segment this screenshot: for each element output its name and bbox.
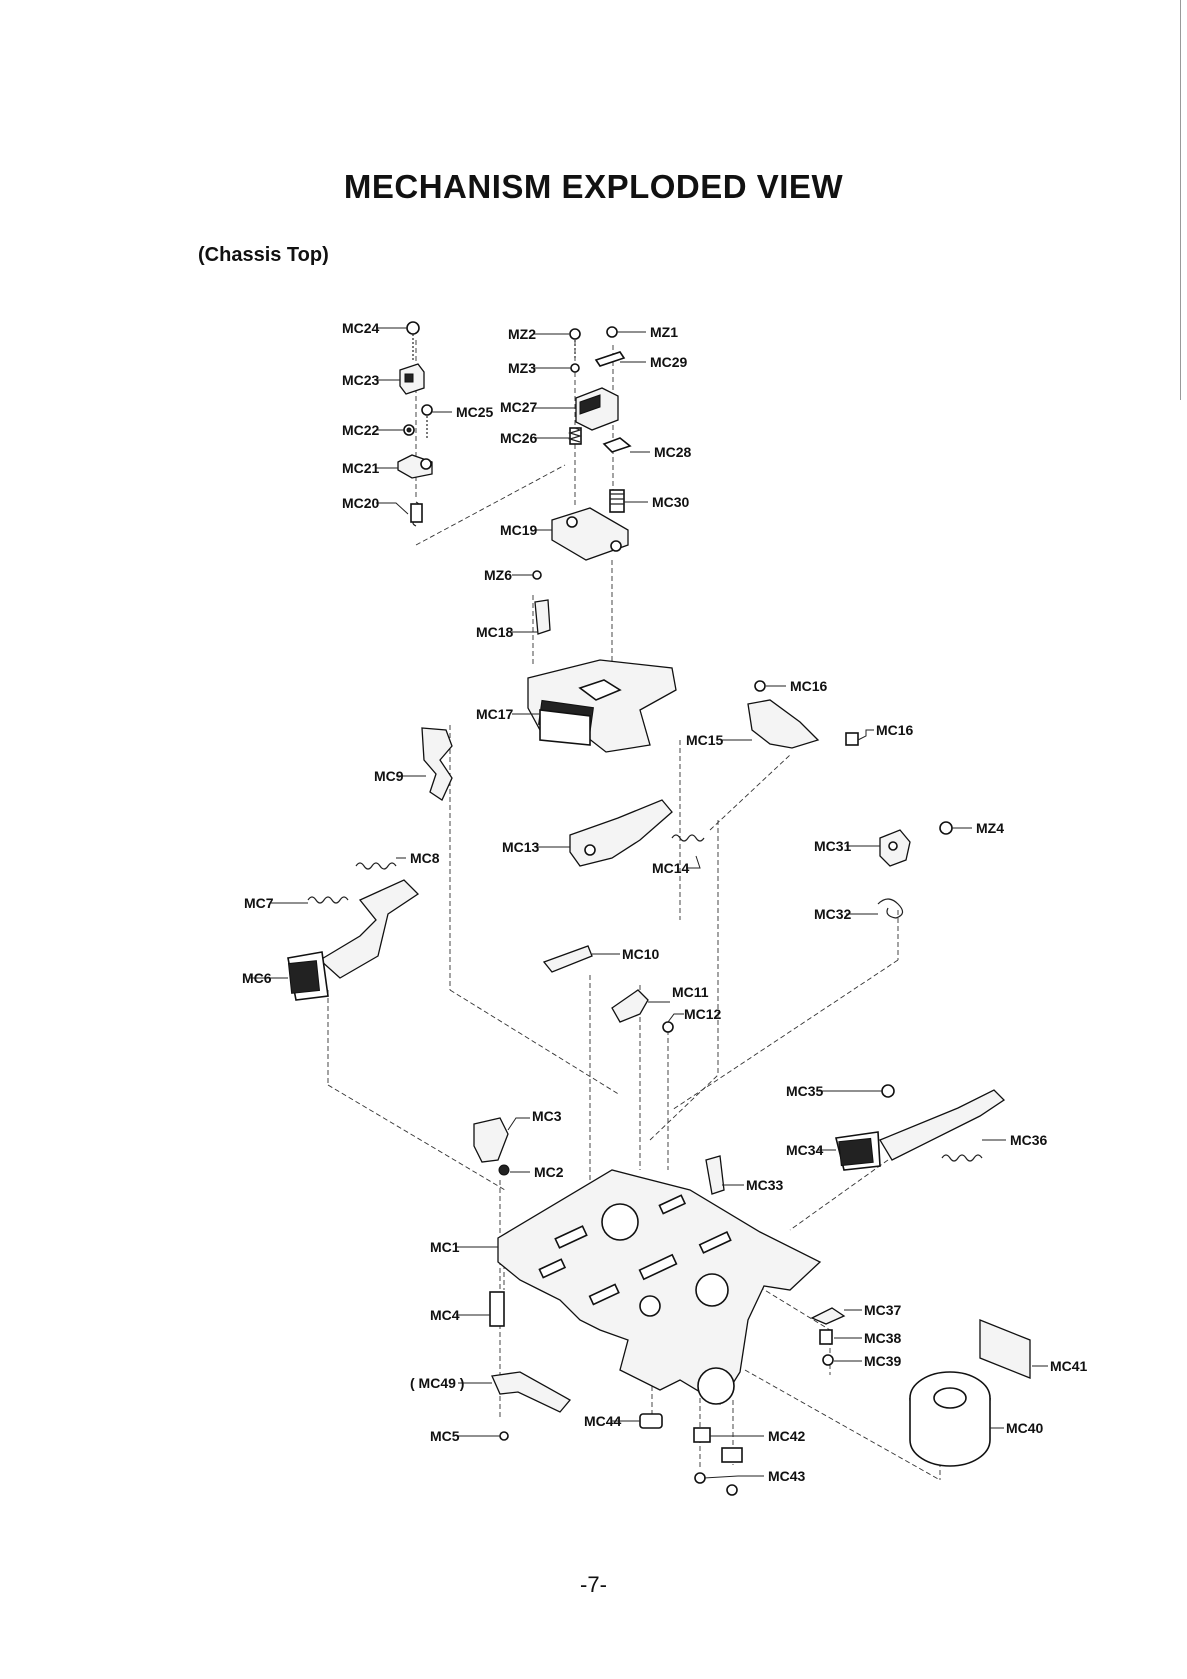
label-MC36: MC36 xyxy=(1010,1132,1048,1148)
label-MC8: MC8 xyxy=(410,850,440,866)
label-MC26: MC26 xyxy=(500,430,538,446)
label-MC18: MC18 xyxy=(476,624,514,640)
label-MC20: MC20 xyxy=(342,495,380,511)
label-MC27: MC27 xyxy=(500,399,538,415)
label-MZ6: MZ6 xyxy=(484,567,512,583)
label-MC33: MC33 xyxy=(746,1177,784,1193)
label-MC17: MC17 xyxy=(476,706,514,722)
label-MC6: MC6 xyxy=(242,970,272,986)
label-MC44: MC44 xyxy=(584,1413,622,1429)
label-MC23: MC23 xyxy=(342,372,380,388)
label-MC14: MC14 xyxy=(652,860,690,876)
label-MZ4: MZ4 xyxy=(976,820,1004,836)
label-MC37: MC37 xyxy=(864,1302,902,1318)
label-MZ3: MZ3 xyxy=(508,360,536,376)
label-MC15: MC15 xyxy=(686,732,724,748)
label-MC35: MC35 xyxy=(786,1083,824,1099)
label-MC39: MC39 xyxy=(864,1353,902,1369)
label-MC16-side: MC16 xyxy=(876,722,914,738)
label-MC10: MC10 xyxy=(622,946,660,962)
label-MC5: MC5 xyxy=(430,1428,460,1444)
label-MC43: MC43 xyxy=(768,1468,806,1484)
label-MC9: MC9 xyxy=(374,768,404,784)
label-MC31: MC31 xyxy=(814,838,852,854)
label-MC42: MC42 xyxy=(768,1428,806,1444)
label-MC24: MC24 xyxy=(342,320,380,336)
label-MC13: MC13 xyxy=(502,839,540,855)
main-chassis-MC1 xyxy=(498,1170,820,1404)
label-MC41: MC41 xyxy=(1050,1358,1088,1374)
label-MC28: MC28 xyxy=(654,444,692,460)
label-MC7: MC7 xyxy=(244,895,274,911)
page-number: -7- xyxy=(0,1572,1187,1598)
label-MC3: MC3 xyxy=(532,1108,562,1124)
label-MC25: MC25 xyxy=(456,404,494,420)
label-MC21: MC21 xyxy=(342,460,380,476)
label-MC40: MC40 xyxy=(1006,1420,1044,1436)
label-MC38: MC38 xyxy=(864,1330,902,1346)
label-MC2: MC2 xyxy=(534,1164,564,1180)
label-MC16-top: MC16 xyxy=(790,678,828,694)
label-MC22: MC22 xyxy=(342,422,380,438)
label-MC34: MC34 xyxy=(786,1142,824,1158)
label-MC32: MC32 xyxy=(814,906,852,922)
label-MZ2: MZ2 xyxy=(508,326,536,342)
label-MC12: MC12 xyxy=(684,1006,722,1022)
label-MC30: MC30 xyxy=(652,494,690,510)
label-MC1: MC1 xyxy=(430,1239,460,1255)
label-MC19: MC19 xyxy=(500,522,538,538)
label-MC49: ( MC49 ) xyxy=(410,1375,464,1391)
label-MC29: MC29 xyxy=(650,354,688,370)
label-MC4: MC4 xyxy=(430,1307,460,1323)
label-MZ1: MZ1 xyxy=(650,324,678,340)
label-MC11: MC11 xyxy=(672,984,709,1000)
